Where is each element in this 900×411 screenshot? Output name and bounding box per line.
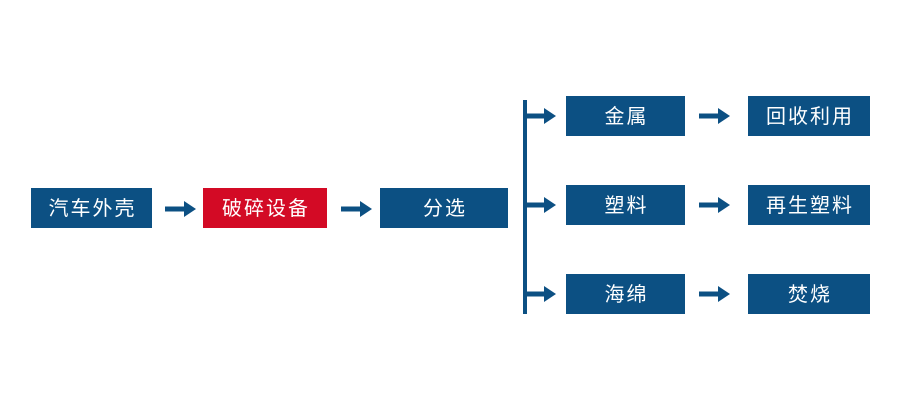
node-recycled-plastic[interactable]: 再生塑料 [748,185,870,225]
arrow-right-icon-crusher-to-sorting [341,198,373,220]
node-shell[interactable]: 汽车外壳 [31,188,152,228]
arrow-right-icon-metal-to-recycle [699,105,731,127]
node-recycle[interactable]: 回收利用 [748,96,870,136]
node-plastic[interactable]: 塑料 [566,185,685,225]
arrow-right-icon-plastic-to-recycled-plastic [699,194,731,216]
branch-arrow-icon-to-metal [525,105,557,127]
node-sorting[interactable]: 分选 [380,188,508,228]
branch-arrow-icon-to-sponge [525,283,557,305]
node-sponge[interactable]: 海绵 [566,274,685,314]
node-incineration[interactable]: 焚烧 [748,274,870,314]
node-metal[interactable]: 金属 [566,96,685,136]
branch-arrow-icon-to-plastic [525,194,557,216]
arrow-right-icon-sponge-to-incineration [699,283,731,305]
node-crusher[interactable]: 破碎设备 [203,188,327,228]
arrow-right-icon-shell-to-crusher [165,198,197,220]
